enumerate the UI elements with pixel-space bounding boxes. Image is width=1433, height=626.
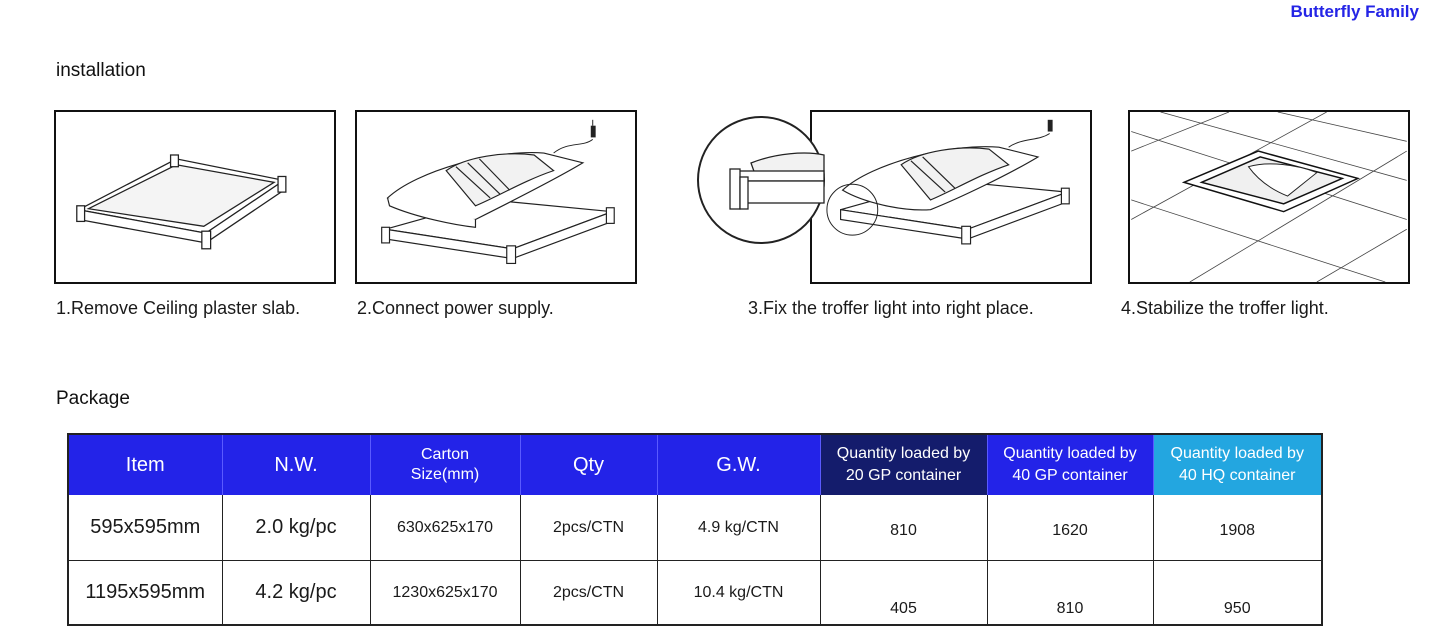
installation-heading: installation [56,60,146,81]
header-carton-size: Carton Size(mm) [370,434,521,495]
table-header-row: Item N.W. Carton Size(mm) Qty G.W. Quant… [68,434,1323,495]
header-20gp: Quantity loaded by 20 GP container [820,434,988,495]
header-qty: Qty [520,434,658,495]
header-40hq: Quantity loaded by 40 HQ container [1153,434,1323,495]
cell-40gp: 810 [987,560,1154,626]
zoom-detail-circle [697,116,825,244]
step-4-caption: 4.Stabilize the troffer light. [1121,298,1329,318]
step-3-illustration [810,110,1092,284]
header-40gp-line2: 40 GP container [1012,467,1128,484]
cell-40hq: 950 [1153,560,1323,626]
cell-40hq: 1908 [1153,495,1323,561]
troffer-fix-drawing [826,119,1070,245]
cell-net-weight: 4.2 kg/pc [222,560,371,626]
header-40hq-line1: Quantity loaded by [1170,445,1304,462]
header-40hq-line2: 40 HQ container [1178,467,1296,484]
cell-carton-size: 1230x625x170 [370,560,521,626]
header-net-weight: N.W. [222,434,371,495]
ceiling-grid-drawing [1131,112,1407,282]
brand-title: Butterfly Family [1290,2,1419,21]
cell-gross-weight: 4.9 kg/CTN [657,495,821,561]
cell-20gp: 810 [820,495,988,561]
header-gross-weight: G.W. [657,434,821,495]
step-4-illustration [1128,110,1410,284]
header-40gp: Quantity loaded by 40 GP container [987,434,1154,495]
table-row: 1195x595mm 4.2 kg/pc 1230x625x170 2pcs/C… [68,560,1323,626]
cell-item: 1195x595mm [68,560,223,626]
cell-20gp: 405 [820,560,988,626]
cell-carton-size: 630x625x170 [370,495,521,561]
header-20gp-line1: Quantity loaded by [836,445,971,462]
cell-item: 595x595mm [68,495,223,561]
header-40gp-line1: Quantity loaded by [1003,445,1137,462]
header-carton-line1: Carton [420,446,470,463]
cell-gross-weight: 10.4 kg/CTN [657,560,821,626]
cell-qty: 2pcs/CTN [520,560,658,626]
package-table: Item N.W. Carton Size(mm) Qty G.W. Quant… [67,433,1323,626]
step-2-illustration [355,110,637,284]
troffer-power-drawing [381,119,615,265]
cell-net-weight: 2.0 kg/pc [222,495,371,561]
cell-40gp: 1620 [987,495,1154,561]
package-heading: Package [56,388,130,409]
table-row: 595x595mm 2.0 kg/pc 630x625x170 2pcs/CTN… [68,495,1323,561]
step-2-caption: 2.Connect power supply. [357,298,554,318]
step-1-caption: 1.Remove Ceiling plaster slab. [56,298,301,318]
step-3-caption: 3.Fix the troffer light into right place… [748,298,1034,318]
ceiling-frame-drawing [76,154,287,250]
header-20gp-line2: 20 GP container [845,467,962,484]
header-item: Item [68,434,223,495]
cell-qty: 2pcs/CTN [520,495,658,561]
header-carton-line2: Size(mm) [410,466,480,483]
step-1-illustration [54,110,336,284]
